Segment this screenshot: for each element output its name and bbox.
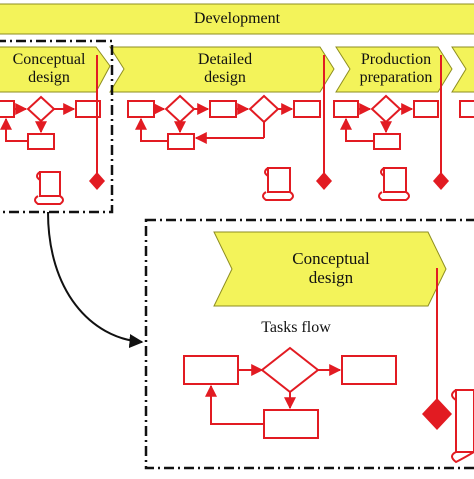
task-box-icon	[341, 355, 397, 385]
development-banner	[0, 3, 474, 35]
detail-phase-line2: design	[308, 268, 354, 287]
task-box-icon	[183, 355, 239, 385]
phase-label-line2: design	[204, 69, 246, 86]
tasks-flow-label: Tasks flow	[261, 319, 331, 336]
phase-chevron-production	[335, 46, 453, 93]
task-box-icon	[263, 409, 319, 439]
milestone-diamond-icon	[316, 172, 332, 190]
milestone-diamond-icon	[89, 172, 105, 190]
highlight-frame	[0, 39, 114, 214]
phase-label-line2: preparation	[359, 69, 433, 86]
phase-label-line1: Conceptual	[12, 51, 86, 68]
document-scroll-icon	[262, 167, 294, 201]
flow-detailed	[127, 55, 325, 201]
decision-diamond-icon	[248, 94, 280, 124]
phase-chevron-conceptual	[0, 46, 111, 93]
task-box-icon	[459, 100, 474, 118]
task-box-icon	[293, 100, 321, 118]
phase-label-conceptual: Conceptual design	[0, 52, 98, 86]
task-box-icon	[167, 133, 195, 150]
phase-label-line2: design	[28, 69, 70, 86]
task-box-icon	[373, 133, 401, 150]
zoom-arrow	[47, 211, 144, 349]
phase-label-production: Production preparation	[350, 52, 442, 86]
phase-label-line1: Detailed	[197, 51, 253, 68]
task-box-icon	[75, 100, 101, 118]
detail-phase-chevron	[213, 231, 447, 307]
milestone-diamond-icon	[422, 398, 452, 430]
detail-phase-label: Conceptual design	[246, 250, 416, 286]
development-title: Development	[193, 10, 281, 27]
task-box-icon	[209, 100, 237, 118]
phase-label-line1: Production	[360, 51, 432, 68]
task-box-icon	[127, 100, 155, 118]
phase-chevron-next	[451, 46, 474, 93]
task-box-icon	[0, 100, 15, 118]
task-box-icon	[333, 100, 359, 118]
detail-frame	[144, 218, 474, 470]
phase-label-detailed: Detailed design	[140, 52, 310, 86]
detail-tasks-flow	[183, 268, 474, 464]
flow-conceptual-small	[0, 55, 101, 205]
document-scroll-icon	[378, 167, 410, 201]
decision-diamond-icon	[260, 346, 320, 394]
detail-phase-line1: Conceptual	[292, 249, 370, 268]
task-box-icon	[413, 100, 439, 118]
document-scroll-icon	[34, 171, 64, 205]
decision-diamond-icon	[164, 94, 196, 124]
decision-diamond-icon	[26, 95, 56, 123]
decision-diamond-icon	[370, 94, 402, 124]
phase-chevron-detailed	[109, 46, 335, 93]
document-scroll-icon	[451, 389, 474, 464]
milestone-diamond-icon	[433, 172, 449, 190]
flow-production	[333, 55, 474, 201]
task-box-icon	[27, 133, 55, 150]
